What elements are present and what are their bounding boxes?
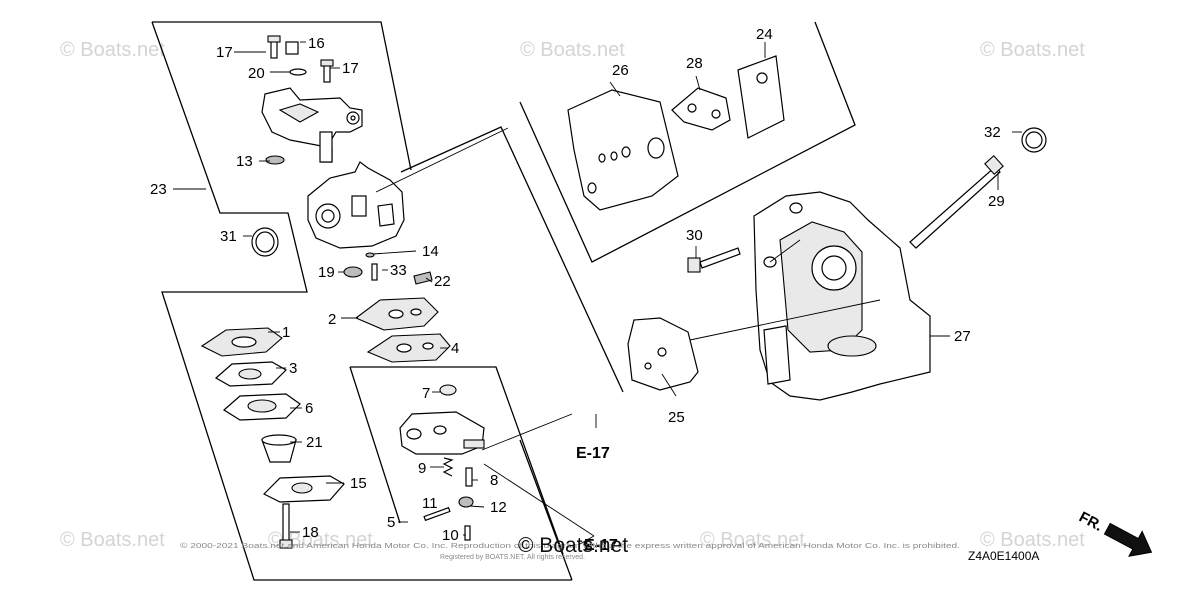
callout-12: 12	[490, 499, 507, 516]
callout-8: 8	[490, 472, 498, 489]
callout-23: 23	[150, 181, 167, 198]
watermark-bottom-left: © Boats.net	[60, 529, 165, 551]
cap-16	[285, 41, 299, 55]
callout-33: 33	[390, 262, 407, 279]
callout-28: 28	[686, 55, 703, 72]
footer-watermark: © Boats.net	[518, 534, 628, 557]
callout-30: 30	[686, 227, 703, 244]
carburetor-body	[261, 87, 363, 163]
callout-11: 11	[422, 495, 438, 512]
callout-19: 19	[318, 264, 335, 281]
watermark-top-mid: © Boats.net	[520, 39, 625, 61]
callout-16: 16	[308, 35, 325, 52]
bolts	[687, 127, 1047, 273]
gasket-24	[737, 55, 785, 139]
arrow-right-icon	[1103, 522, 1153, 557]
callout-17-right: 17	[342, 60, 359, 77]
callout-5: 5	[387, 514, 395, 531]
small-parts	[251, 35, 433, 285]
assembly-23-outline	[152, 21, 412, 171]
front-direction-indicator: FR.	[1076, 509, 1153, 557]
callout-27: 27	[954, 328, 971, 345]
callout-18: 18	[302, 524, 319, 541]
valve-12	[458, 496, 474, 508]
copyright-line: © 2000-2021 Boats.net and American Honda…	[180, 542, 960, 550]
washer-20	[289, 68, 307, 76]
callout-4: 4	[451, 340, 459, 357]
pin-14	[365, 252, 375, 258]
group-24-26-28-outline	[519, 21, 856, 263]
callout-25: 25	[668, 409, 685, 426]
callout-20: 20	[248, 65, 265, 82]
screw-18	[282, 503, 290, 543]
bolt-29	[909, 165, 1001, 249]
callout-15: 15	[350, 475, 367, 492]
body-27	[753, 191, 931, 401]
needle-8	[465, 467, 473, 487]
cap-19	[343, 266, 363, 278]
plug-7	[439, 384, 457, 396]
reference-e17-lower: E-17	[584, 537, 618, 554]
callout-21: 21	[306, 434, 323, 451]
left-stack	[200, 327, 345, 549]
callout-22: 22	[434, 273, 451, 290]
gaskets-center	[354, 297, 451, 363]
bolt-30	[699, 247, 741, 269]
callouts: 1 2 3 4 5 6 7 8 9 10 11 12 13 14 15 16 1…	[150, 26, 1005, 544]
callout-14: 14	[422, 243, 439, 260]
callout-9: 9	[418, 460, 426, 477]
carburetor-lower-block	[307, 161, 405, 249]
callout-13: 13	[236, 153, 253, 170]
group-5-parts	[399, 384, 485, 541]
group-5-outline	[350, 366, 564, 555]
callout-26: 26	[612, 62, 629, 79]
clip-13	[265, 155, 285, 165]
callout-32: 32	[984, 124, 1001, 141]
watermark-bottom-midright: © Boats.net	[700, 529, 805, 551]
callout-7: 7	[422, 385, 430, 402]
callout-10: 10	[442, 527, 459, 544]
diagram-code: Z4A0E1400A	[968, 549, 1039, 563]
callout-17-left: 17	[216, 44, 233, 61]
watermark-top-left: © Boats.net	[60, 39, 165, 61]
watermark-bottom-right: © Boats.net	[980, 529, 1085, 551]
watermark-top-right: © Boats.net	[980, 39, 1085, 61]
callout-3: 3	[289, 360, 297, 377]
callout-6: 6	[305, 400, 313, 417]
reference-e17-upper: E-17	[576, 445, 610, 462]
rights-line: Registered by BOATS.NET. All rights rese…	[440, 554, 585, 561]
group-outlines	[151, 21, 856, 581]
group-25-outline	[400, 126, 624, 393]
leader-lines	[173, 41, 1022, 545]
washer-22	[413, 271, 433, 285]
pin-11	[423, 506, 451, 522]
callout-31: 31	[220, 228, 237, 245]
callout-29: 29	[988, 193, 1005, 210]
upper-right-panels	[567, 55, 785, 211]
screw-33	[371, 263, 378, 281]
callout-1: 1	[282, 324, 290, 341]
callout-24: 24	[756, 26, 773, 43]
spring-9	[442, 457, 454, 477]
watermarks: © Boats.net © Boats.net © Boats.net © Bo…	[60, 39, 1085, 551]
plate-25	[627, 317, 699, 391]
plate-28	[671, 87, 731, 131]
screw-10	[464, 525, 471, 541]
watermark-bottom-midleft: © Boats.net	[268, 529, 373, 551]
callout-2: 2	[328, 311, 336, 328]
